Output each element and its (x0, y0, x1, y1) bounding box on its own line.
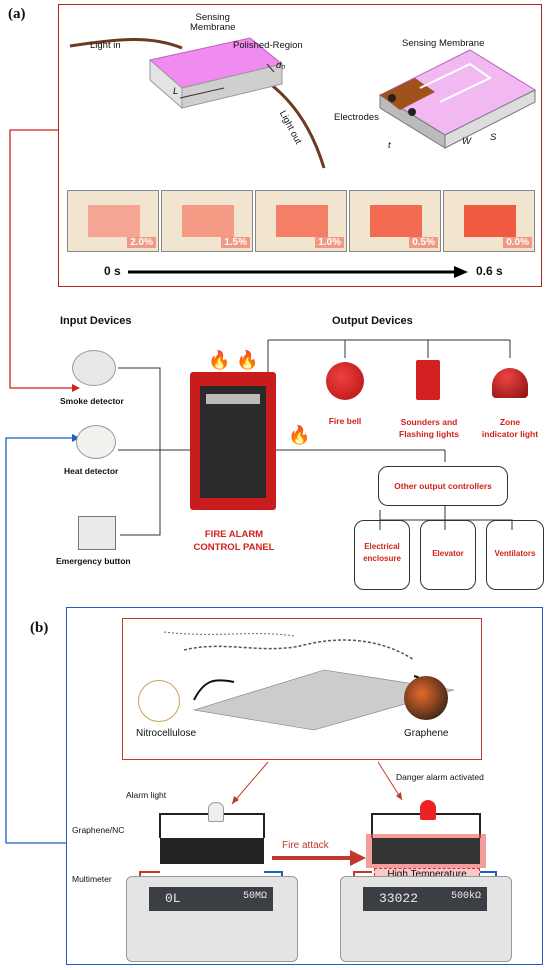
display-left-unit: 50MΩ (242, 891, 267, 902)
time-start-label: 0 s (104, 264, 121, 278)
zone-indicator-icon (492, 368, 528, 398)
other-output-controllers-box: Other output controllers (378, 466, 508, 506)
fiber-sensing-membrane-label: Sensing Membrane (190, 12, 236, 33)
panel-a-frame (58, 4, 542, 287)
heat-detector-label: Heat detector (64, 466, 119, 476)
fire-bell-label: Fire bell (328, 416, 362, 426)
time-end-label: 0.6 s (476, 264, 503, 278)
length-L-label: L (173, 86, 179, 97)
frame-3: 1.0% (255, 190, 347, 252)
frame-1: 2.0% (67, 190, 159, 252)
nitrocellulose-label: Nitrocellulose (136, 728, 197, 739)
emergency-button-icon (78, 516, 116, 550)
multimeter-right-icon: 33022 500kΩ (340, 876, 512, 962)
spacing-S-label: S (490, 132, 497, 143)
display-right-reading: 33022 (379, 891, 419, 906)
thickness-t-label: t (388, 140, 391, 151)
fire-attack-label: Fire attack (282, 840, 329, 851)
fiber-sensor-illustration (69, 37, 326, 169)
emergency-button-label: Emergency button (56, 556, 131, 566)
input-devices-title: Input Devices (60, 315, 132, 327)
electrical-enclosure-box: Electrical enclosure (354, 520, 410, 590)
time-arrow (128, 266, 468, 278)
panel-b-label: (b) (30, 620, 49, 636)
electrodes-label: Electrodes (334, 112, 379, 123)
alarm-light-off-icon (208, 802, 224, 822)
fire-alarm-control-panel-icon (190, 372, 276, 510)
alarm-light-on-icon (420, 800, 436, 820)
zone-indicator-label: Zone indicator light (481, 417, 539, 439)
display-right-unit: 500kΩ (450, 891, 481, 902)
graphene-particle-icon (404, 676, 448, 720)
light-in-label: Light in (90, 40, 121, 51)
multimeter-left-icon: 0L 50MΩ (126, 876, 298, 962)
frame-2: 1.5% (161, 190, 253, 252)
frame-5: 0.0% (443, 190, 535, 252)
ventilators-box: Ventilators (486, 520, 544, 590)
alarm-light-label: Alarm light (126, 790, 167, 800)
control-panel-label: FIRE ALARM CONTROL PANEL (193, 529, 275, 553)
display-left-reading: 0L (165, 891, 181, 906)
sounder-strobe-icon (416, 360, 440, 400)
graphene-nc-inset-frame (122, 618, 482, 760)
elevator-box: Elevator (420, 520, 476, 590)
width-W-label: W (462, 136, 471, 147)
frame-4: 0.5% (349, 190, 441, 252)
chip-sensing-membrane-label: Sensing Membrane (402, 38, 485, 49)
danger-alarm-label: Danger alarm activated (396, 772, 484, 782)
heat-detector-icon (76, 425, 116, 459)
smoke-detector-icon (72, 350, 116, 386)
d0-label: d₀ (276, 60, 286, 71)
electrode-chip-illustration (378, 49, 537, 149)
flame-icon: 🔥 (236, 350, 259, 370)
graphene-label: Graphene (404, 728, 449, 739)
polished-region-label: Polished-Region (233, 40, 303, 51)
multimeter-label: Multimeter (72, 874, 112, 884)
flame-icon: 🔥 (208, 350, 231, 370)
panel-b-frame (66, 607, 543, 965)
smoke-detector-label: Smoke detector (60, 396, 124, 406)
flame-icon: 🔥 (288, 425, 311, 445)
nitrocellulose-molecule-icon (138, 680, 180, 722)
graphene-nc-label: Graphene/NC (72, 825, 125, 835)
panel-a-label: (a) (8, 6, 26, 22)
sounders-label: Sounders and Flashing lights (399, 417, 459, 439)
fire-bell-icon (326, 362, 364, 400)
output-devices-title: Output Devices (332, 315, 413, 327)
